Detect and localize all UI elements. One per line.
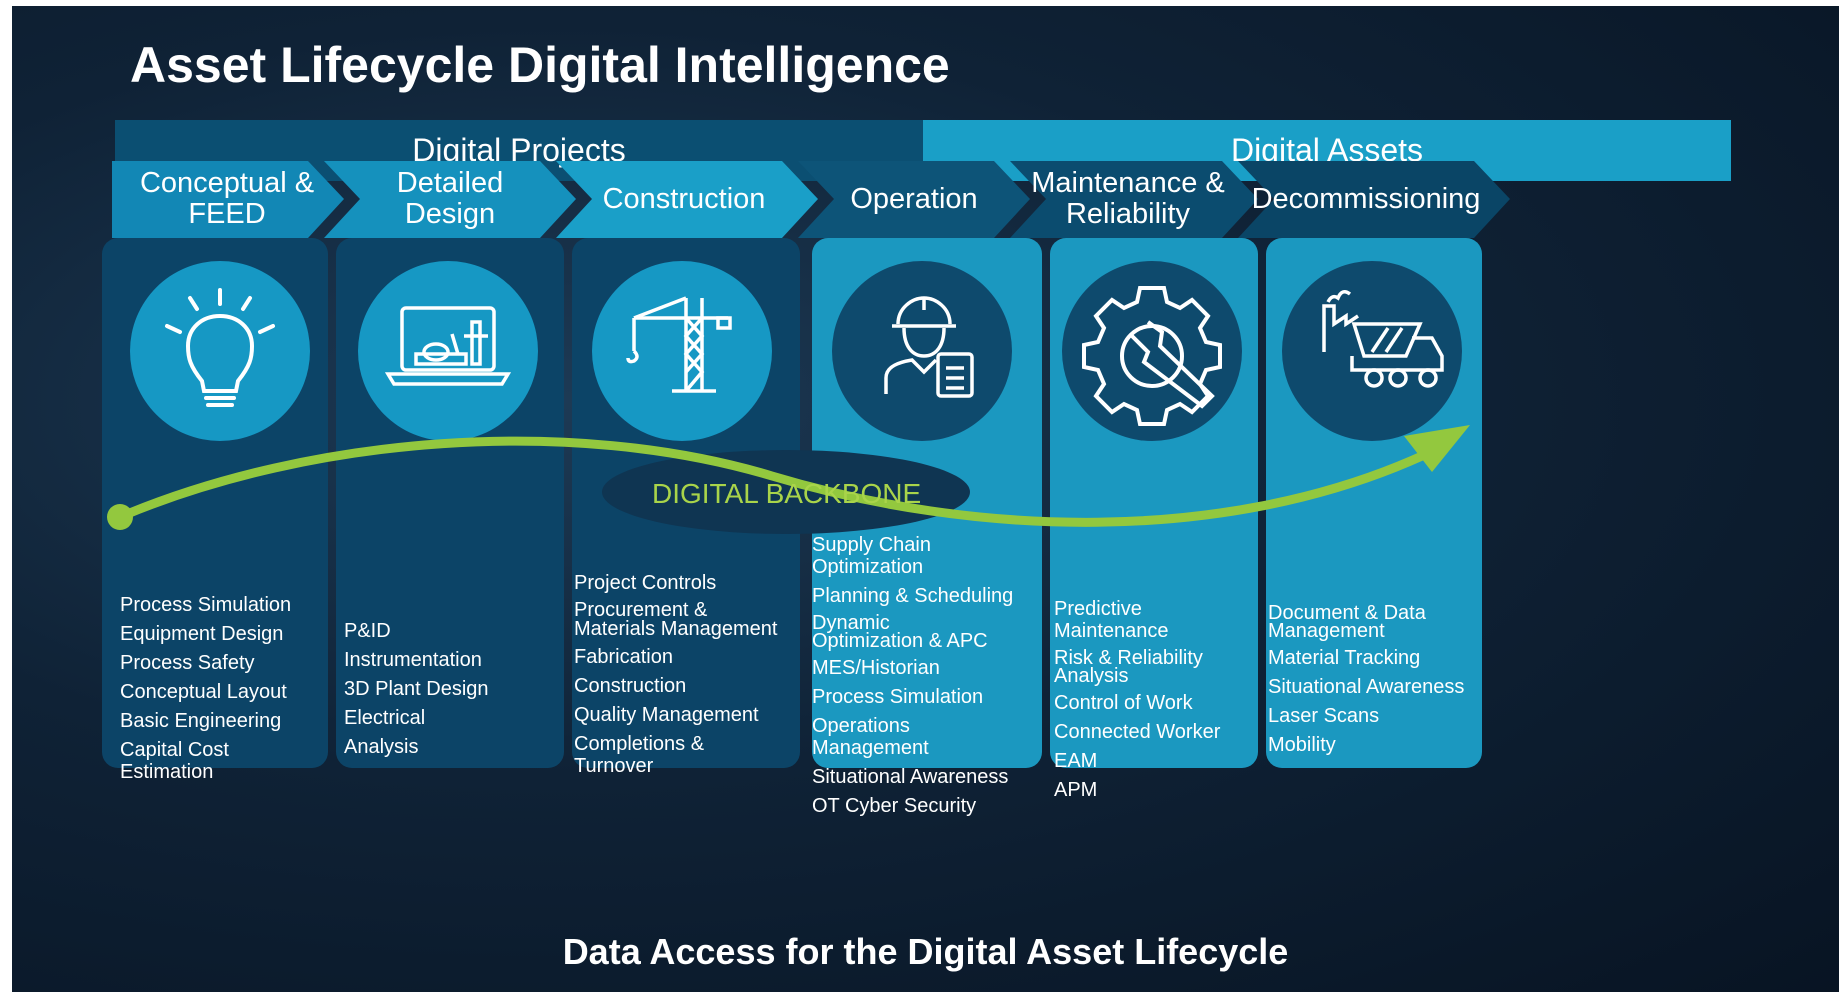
list-item: P&ID <box>344 620 391 642</box>
chevron-conceptual <box>112 161 344 238</box>
list-item: Planning & Scheduling <box>812 585 1014 607</box>
chevron-operation <box>798 161 1030 238</box>
list-item: Process Simulation <box>120 594 292 616</box>
backbone-curve <box>118 436 1424 527</box>
chevron-maintenance <box>1010 161 1258 238</box>
column-list-conceptual: Process Simulation Equipment Design Proc… <box>120 594 325 790</box>
list-item: Completions & Turnover <box>574 733 705 777</box>
crane-icon <box>626 296 732 393</box>
list-item: Situational Awareness <box>1268 676 1465 698</box>
backbone-label: DIGITAL BACKBONE <box>652 478 922 509</box>
chevron-decommissioning <box>1238 161 1510 238</box>
stage-label-decommissioning: Decommissioning <box>1251 182 1481 215</box>
list-item: Process Simulation <box>812 686 984 708</box>
backbone-arrowhead <box>1404 425 1470 472</box>
list-item: Fabrication <box>574 646 673 668</box>
list-item: Quality Management <box>574 704 759 726</box>
list-item: Electrical <box>344 707 426 729</box>
column-list-maintenance: Predictive Maintenance Risk & Reliabilit… <box>1054 598 1254 808</box>
list-item: Capital Cost Estimation <box>120 739 229 783</box>
list-item: Operations Management <box>812 715 929 759</box>
gear-wrench-icon <box>1082 286 1222 426</box>
chevron-detailed-design <box>324 161 576 238</box>
list-item: Conceptual Layout <box>120 681 287 703</box>
stage-label-conceptual: Conceptual &FEED <box>122 168 332 230</box>
list-item: Analysis <box>344 736 419 758</box>
list-item: 3D Plant Design <box>344 678 489 700</box>
list-item: Document & Data Management <box>1268 602 1426 642</box>
list-item: Process Safety <box>120 652 255 674</box>
icon-circle-construction <box>592 261 772 441</box>
page-title: Asset Lifecycle Digital Intelligence <box>130 37 950 93</box>
column-list-decommissioning: Document & Data Management Material Trac… <box>1268 602 1478 763</box>
list-item: Connected Worker <box>1054 721 1221 743</box>
list-item: OT Cyber Security <box>812 795 977 817</box>
slide: Asset Lifecycle Digital Intelligence Dig… <box>12 6 1839 992</box>
backbone-ellipse <box>602 450 970 534</box>
list-item: Control of Work <box>1054 692 1193 714</box>
icon-circle-conceptual <box>130 261 310 441</box>
list-item: Instrumentation <box>344 649 482 671</box>
list-item: MES/Historian <box>812 657 940 679</box>
list-item: Equipment Design <box>120 623 284 645</box>
stage-icons <box>130 261 1462 441</box>
phase-chevron-bar <box>112 161 1510 238</box>
chevron-construction <box>556 161 818 238</box>
stage-label-line1: Maintenance & <box>1031 167 1225 199</box>
backbone-start-dot <box>107 504 133 530</box>
list-item: Laser Scans <box>1268 705 1380 727</box>
list-item: APM <box>1054 779 1098 801</box>
stage-label-line1: Conceptual & <box>139 167 315 199</box>
digital-backbone-arrow <box>107 425 1470 534</box>
lightbulb-icon <box>165 288 275 407</box>
stage-label-construction: Construction <box>602 182 766 215</box>
list-item: Predictive Maintenance <box>1054 598 1169 642</box>
list-item: Situational Awareness <box>812 766 1009 788</box>
list-item: Risk & Reliability Analysis <box>1054 647 1203 687</box>
column-list-operation: Supply Chain Optimization Planning & Sch… <box>812 534 1032 824</box>
list-item: Basic Engineering <box>120 710 282 732</box>
bottom-title: Data Access for the Digital Asset Lifecy… <box>562 931 1289 972</box>
dump-truck-icon <box>1322 290 1444 388</box>
list-item: Mobility <box>1268 734 1336 756</box>
list-item: Procurement & Materials Management <box>574 599 778 640</box>
list-item: Supply Chain Optimization <box>812 534 931 578</box>
list-item: Construction <box>574 675 687 697</box>
column-list-detailed-design: P&ID Instrumentation 3D Plant Design Ele… <box>344 620 554 765</box>
list-item: Material Tracking <box>1268 647 1421 669</box>
list-item: EAM <box>1054 750 1098 772</box>
stage-label-line2: Reliability <box>1065 198 1191 230</box>
stage-label-maintenance: Maintenance &Reliability <box>1028 168 1228 230</box>
column-list-construction: Project Controls Procurement & Materials… <box>574 572 784 784</box>
list-item: Project Controls <box>574 572 717 594</box>
stage-label-line2: FEED <box>188 198 266 230</box>
worker-icon <box>884 296 974 398</box>
laptop-plant-icon <box>384 306 512 386</box>
list-item: Dynamic Optimization & APC <box>812 612 988 652</box>
stage-label-operation: Operation <box>850 182 978 215</box>
stage-label-detailed-design: Detailed Design <box>396 167 504 230</box>
